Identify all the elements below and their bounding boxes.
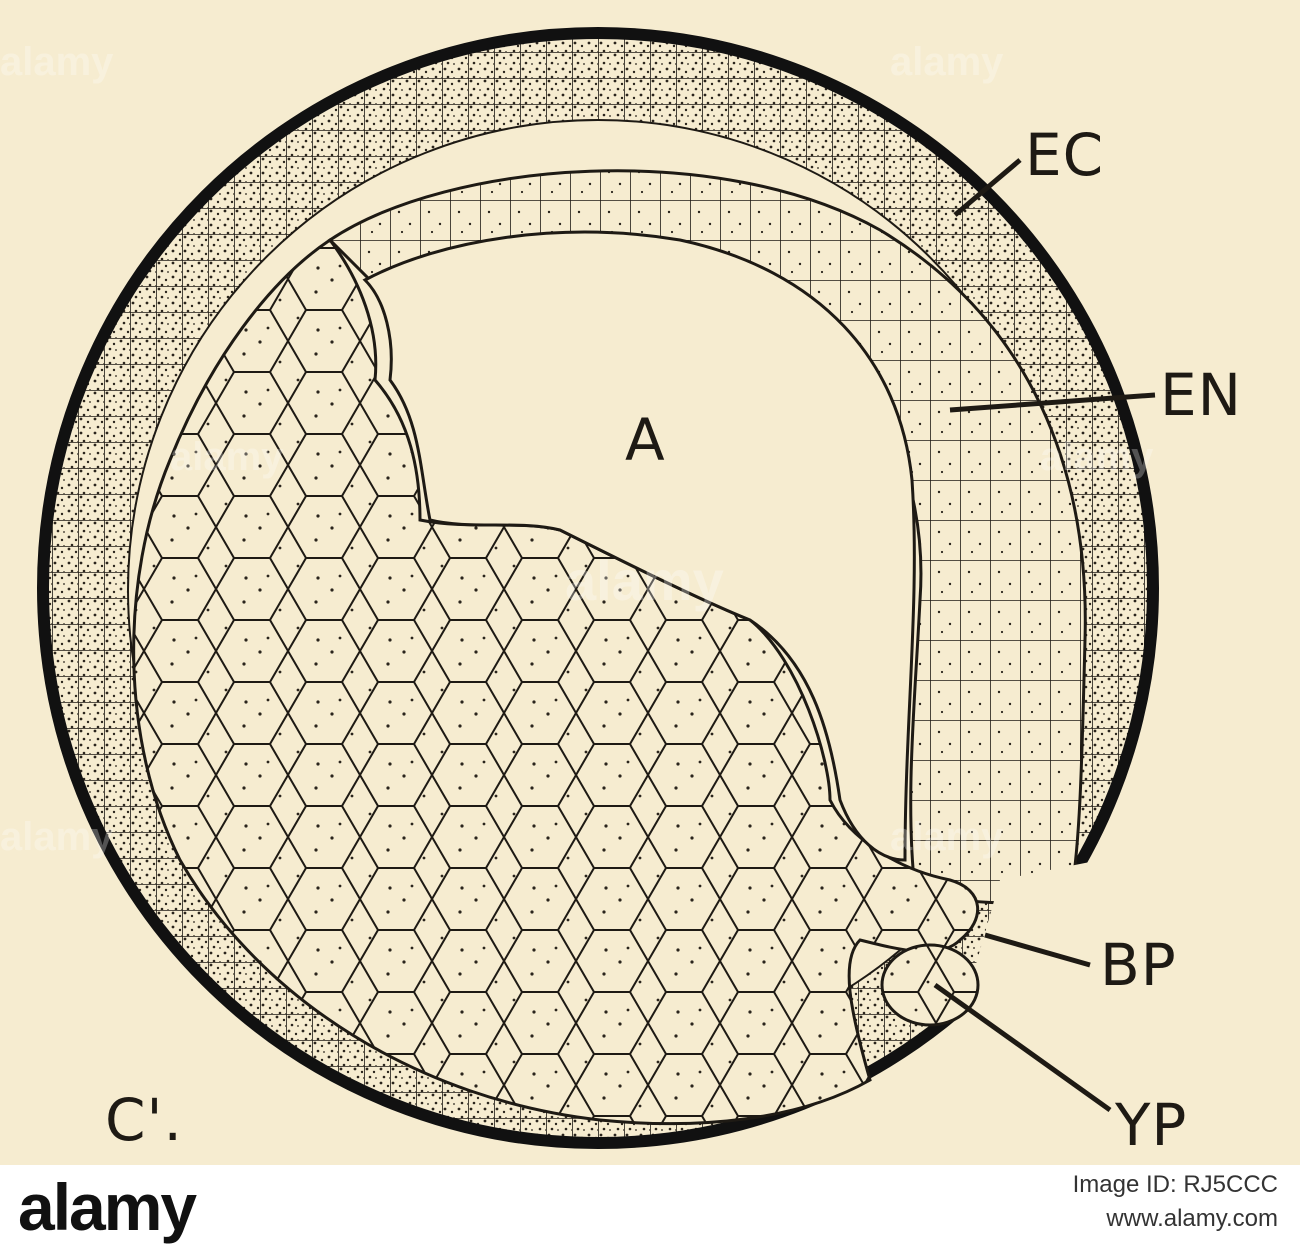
- watermark-text: alamy: [890, 815, 1004, 859]
- footer-bar: alamy Image ID: RJ5CCC www.alamy.com: [0, 1165, 1300, 1254]
- watermark-text: alamy: [170, 435, 284, 479]
- stock-watermark: alamy alamy alamy alamy alamy alamy alam…: [0, 40, 1154, 859]
- image-id: Image ID: RJ5CCC: [1072, 1171, 1278, 1198]
- blastopore-gap: [960, 860, 1120, 1020]
- label-ec: EC: [1025, 121, 1104, 189]
- label-bp: BP: [1100, 931, 1177, 999]
- embryo-diagram: EC EN A BP YP C'. alamy alamy alamy alam…: [0, 0, 1300, 1165]
- yolk-plug-shape: [880, 943, 980, 1027]
- watermark-text: alamy: [0, 40, 114, 84]
- panel-label: C'.: [105, 1086, 183, 1154]
- watermark-text: alamy: [890, 40, 1004, 84]
- bp-leader-line: [984, 932, 1091, 968]
- label-yp: YP: [1114, 1091, 1187, 1159]
- en-leader-line: [949, 392, 1156, 413]
- brand-logo: alamy: [0, 1165, 250, 1254]
- archenteron-cavity: [362, 230, 916, 862]
- image-meta: Image ID: RJ5CCC www.alamy.com: [1073, 1171, 1278, 1233]
- site-url: www.alamy.com: [1106, 1205, 1278, 1232]
- watermark-text: alamy: [565, 549, 724, 612]
- ec-leader-line: [953, 158, 1022, 217]
- brand-name: alamy: [18, 1170, 197, 1244]
- label-a: A: [625, 406, 666, 474]
- yp-leader-line: [933, 982, 1112, 1113]
- watermark-text: alamy: [1040, 435, 1154, 479]
- watermark-text: alamy: [0, 815, 114, 859]
- label-en: EN: [1160, 361, 1242, 429]
